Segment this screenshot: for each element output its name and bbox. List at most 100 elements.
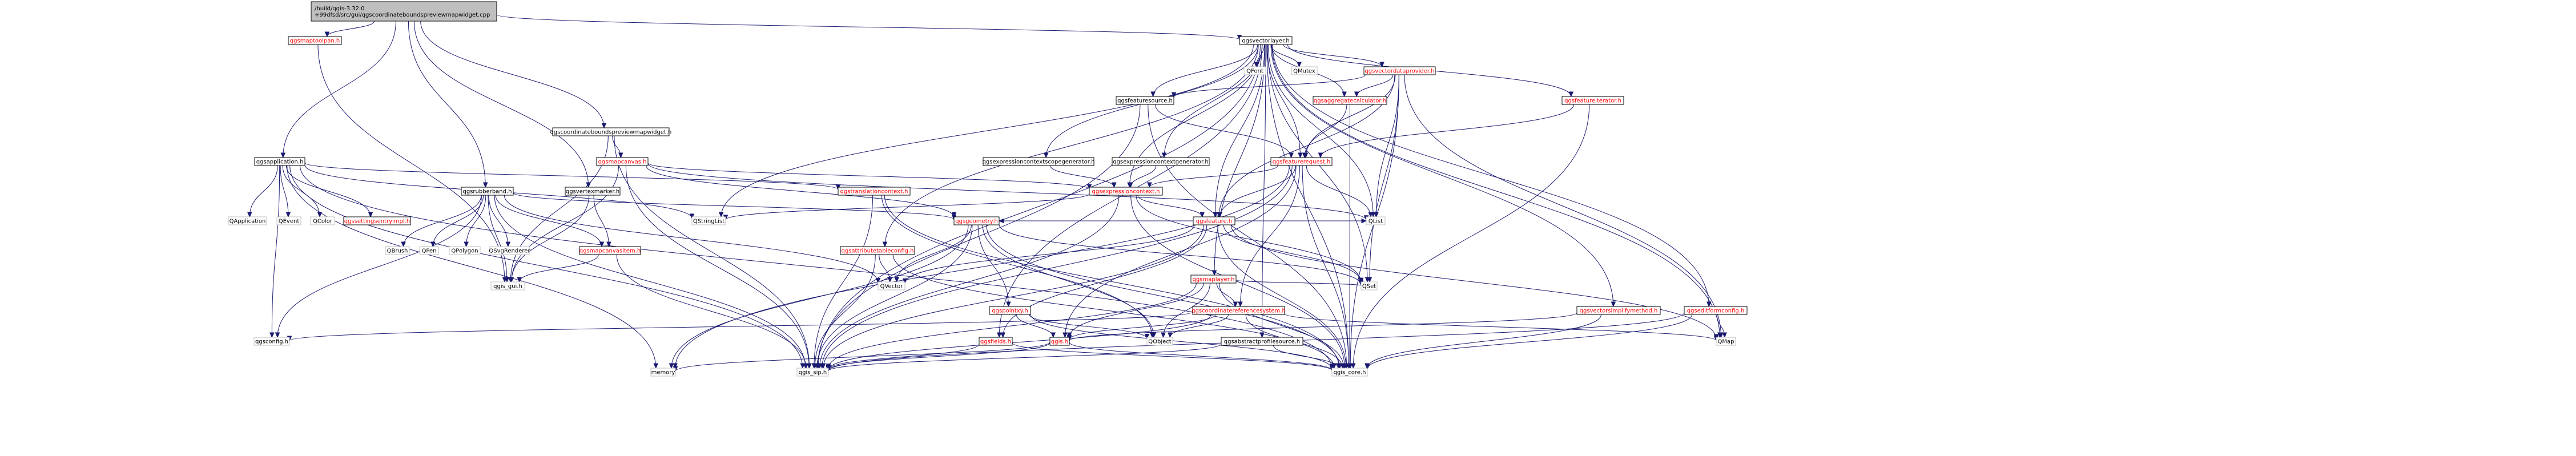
node-qgsvertexmarker-h[interactable]: qgsvertexmarker.h	[565, 187, 621, 196]
edge-qgsattributetableconfig_h-to-QVector	[879, 254, 892, 283]
node-label: qgssettingsentryimpl.h	[344, 219, 410, 225]
node-qgsvectorsimplifymethod-h[interactable]: qgsvectorsimplifymethod.h	[1576, 306, 1661, 315]
edge-qgsexpressioncontext_h-to-QSet	[1136, 195, 1364, 284]
edge-qgstranslationcontext_h-to-QObject	[881, 195, 1155, 338]
edge-qgscoordinatereferencesystem_h-to-qgsconfig_h	[287, 312, 1193, 342]
node-label: qgsabstractprofilesource.h	[1224, 339, 1300, 345]
edge-qgsapplication_h-to-qgsconfig_h	[269, 165, 280, 338]
edge-root-to-qgsapplication_h	[280, 21, 396, 159]
node-qgsmaplayer-h[interactable]: qgsmaplayer.h	[1190, 275, 1237, 284]
node-qgsfeaturesource-h[interactable]: qgsfeaturesource.h	[1116, 96, 1174, 105]
edge-qgstranslationcontext_h-to-qgis_sip_h	[811, 195, 874, 369]
node-qgsexpressioncontextscopegenerator-h[interactable]: qgsexpressioncontextscopegenerator.h	[983, 157, 1095, 166]
edge-qgsvectorlayer_h-to-qgsfeaturesource_h	[1150, 44, 1258, 98]
edge-qgsrubberband_h-to-qgsconfig_h	[275, 195, 482, 338]
node-label: qgis_gui.h	[493, 284, 522, 290]
node-qgsapplication-h[interactable]: qgsapplication.h	[254, 157, 305, 166]
node-qgsabstractprofilesource-h[interactable]: qgsabstractprofilesource.h	[1221, 337, 1303, 346]
node-qgsvectordataprovider-h[interactable]: qgsvectordataprovider.h	[1363, 66, 1436, 75]
edge-qgspointxy_h-to-QObject	[1029, 314, 1150, 340]
node-label: qgsmapcanvasitem.h	[579, 248, 641, 255]
node-qgsexpressioncontextgenerator-h[interactable]: qgsexpressioncontextgenerator.h	[1112, 157, 1210, 166]
edge-qgsapplication_h-to-memory	[287, 165, 659, 369]
node-label: QList	[1368, 219, 1383, 225]
node-qgsmapcanvas-h[interactable]: qgsmapcanvas.h	[596, 157, 649, 166]
edge-root-to-qgscoordinateboundspreviewmapwidget_h	[420, 21, 607, 129]
node-qgsvectorlayer-h[interactable]: qgsvectorlayer.h	[1239, 36, 1293, 45]
edge-qgspointxy_h-to-qgis_h	[1016, 314, 1056, 338]
node-qgseditformconfig-h[interactable]: qgseditformconfig.h	[1684, 306, 1748, 315]
node-label: qgsrubberband.h	[463, 189, 512, 195]
node-label: qgscoordinateboundspreviewmapwidget.h	[550, 130, 672, 136]
node-QPolygon: QPolygon	[449, 246, 481, 255]
node-label: qgsmapcanvas.h	[598, 159, 647, 166]
edge-root-to-qgsmaptoolpan_h	[324, 21, 375, 38]
edge-qgsmapcanvas_h-to-qgis_gui_h	[509, 165, 619, 283]
node-qgsfeature-h[interactable]: qgsfeature.h	[1193, 216, 1235, 225]
node-qgspointxy-h[interactable]: qgspointxy.h	[989, 306, 1031, 315]
node-memory: memory	[650, 368, 676, 377]
node-QList: QList	[1366, 216, 1386, 225]
node-QSet: QSet	[1361, 281, 1378, 290]
node-QEvent: QEvent	[276, 216, 301, 225]
node-qgssettingsentryimpl-h[interactable]: qgssettingsentryimpl.h	[343, 216, 411, 225]
node-label: qgstranslationcontext.h	[840, 189, 908, 195]
node-qgis-h[interactable]: qgis.h	[1049, 337, 1070, 346]
edge-qgsgeometry_h-to-memory	[669, 224, 969, 369]
edge-qgsvertexmarker_h-to-qgsmapcanvasitem_h	[593, 195, 611, 248]
node-label: qgsvectorsimplifymethod.h	[1580, 308, 1658, 314]
edge-qgsgeometry_h-to-qgspointxy_h	[977, 224, 1011, 308]
edge-qgsmapcanvas_h-to-qgsexpressioncontext_h	[647, 163, 1092, 190]
edge-qgsgeometry_h-to-QObject	[982, 224, 1157, 338]
node-qgstranslationcontext-h[interactable]: qgstranslationcontext.h	[838, 187, 911, 196]
node-qgsrubberband-h[interactable]: qgsrubberband.h	[461, 187, 514, 196]
edge-qgsmapcanvas_h-to-qgis_sip_h	[625, 165, 812, 369]
graph-nodes: /build/qgis-3.32.0+99dfsd/src/gui/qgscoo…	[228, 1, 1748, 377]
edge-qgsrubberband_h-to-QPolygon	[464, 195, 486, 248]
node-QPen: QPen	[419, 246, 439, 255]
node-qgsattributetableconfig-h[interactable]: qgsattributetableconfig.h	[840, 246, 915, 255]
edge-qgsfeature_h-to-QVector	[902, 224, 1195, 284]
edge-qgsabstractprofilesource_h-to-qgis_core_h	[1273, 345, 1341, 369]
node-label: qgsfields.h	[980, 339, 1011, 345]
node-label: qgsattributetableconfig.h	[842, 248, 914, 255]
node-qgsfields-h[interactable]: qgsfields.h	[979, 337, 1013, 346]
node-qgsmaptoolpan-h[interactable]: qgsmaptoolpan.h	[288, 36, 342, 45]
node-label: QColor	[313, 219, 333, 225]
node-label: qgis.h	[1051, 339, 1068, 345]
edge-qgsvectordataprovider_h-to-QMap	[1404, 74, 1724, 338]
node-label: QEvent	[279, 219, 300, 225]
node-QFont: QFont	[1243, 66, 1266, 75]
edge-root-to-qgsrubberband_h	[408, 21, 488, 188]
edge-qgsvectorlayer_h-to-qgsabstractprofilesource_h	[1259, 44, 1266, 338]
node-qgsconfig-h: qgsconfig.h	[253, 337, 290, 346]
edge-qgsapplication_h-to-QApplication	[247, 165, 278, 218]
edge-root-to-qgsvertexmarker_h	[413, 21, 591, 188]
node-QObject: QObject	[1146, 337, 1173, 346]
node-qgsfeatureiterator-h[interactable]: qgsfeatureiterator.h	[1561, 96, 1624, 105]
node-label: qgsconfig.h	[255, 339, 288, 345]
edge-qgsfeaturesource_h-to-qgis_core_h	[1148, 104, 1349, 369]
node-qgsgeometry-h[interactable]: qgsgeometry.h	[953, 216, 1000, 225]
node-qgsfeaturerequest-h[interactable]: qgsfeaturerequest.h	[1270, 157, 1333, 166]
node-label: QStringList	[693, 219, 724, 225]
edge-qgsrubberband_h-to-QSvgRenderer	[488, 195, 511, 248]
edge-qgsexpressioncontext_h-to-qgsfeature_h	[1137, 195, 1205, 218]
node-root: /build/qgis-3.32.0+99dfsd/src/gui/qgscoo…	[311, 1, 497, 22]
edge-qgsgeometry_h-to-qgis_sip_h	[814, 224, 973, 369]
node-qgscoordinateboundspreviewmapwidget-h[interactable]: qgscoordinateboundspreviewmapwidget.h	[550, 127, 672, 136]
edge-qgsfeature_h-to-qgsfields_h	[1000, 224, 1208, 338]
edge-qgsvertexmarker_h-to-qgis_gui_h	[509, 195, 590, 283]
node-qgsaggregatecalculator-h[interactable]: qgsaggregatecalculator.h	[1313, 96, 1387, 105]
node-QBrush: QBrush	[385, 246, 410, 255]
node-label: qgsapplication.h	[256, 159, 304, 166]
node-qgsexpressioncontext-h[interactable]: qgsexpressioncontext.h	[1089, 187, 1163, 196]
node-qgscoordinatereferencesystem-h[interactable]: qgscoordinatereferencesystem.h	[1192, 306, 1286, 315]
node-label: QSet	[1362, 284, 1376, 290]
node-label: QFont	[1246, 68, 1263, 75]
edge-qgscoordinateboundspreviewmapwidget_h-to-qgsmapcanvas_h	[612, 135, 623, 159]
node-label: QMap	[1718, 339, 1734, 345]
node-qgsmapcanvasitem-h[interactable]: qgsmapcanvasitem.h	[579, 246, 641, 255]
edge-qgsfields_h-to-qgis_core_h	[1012, 342, 1335, 372]
